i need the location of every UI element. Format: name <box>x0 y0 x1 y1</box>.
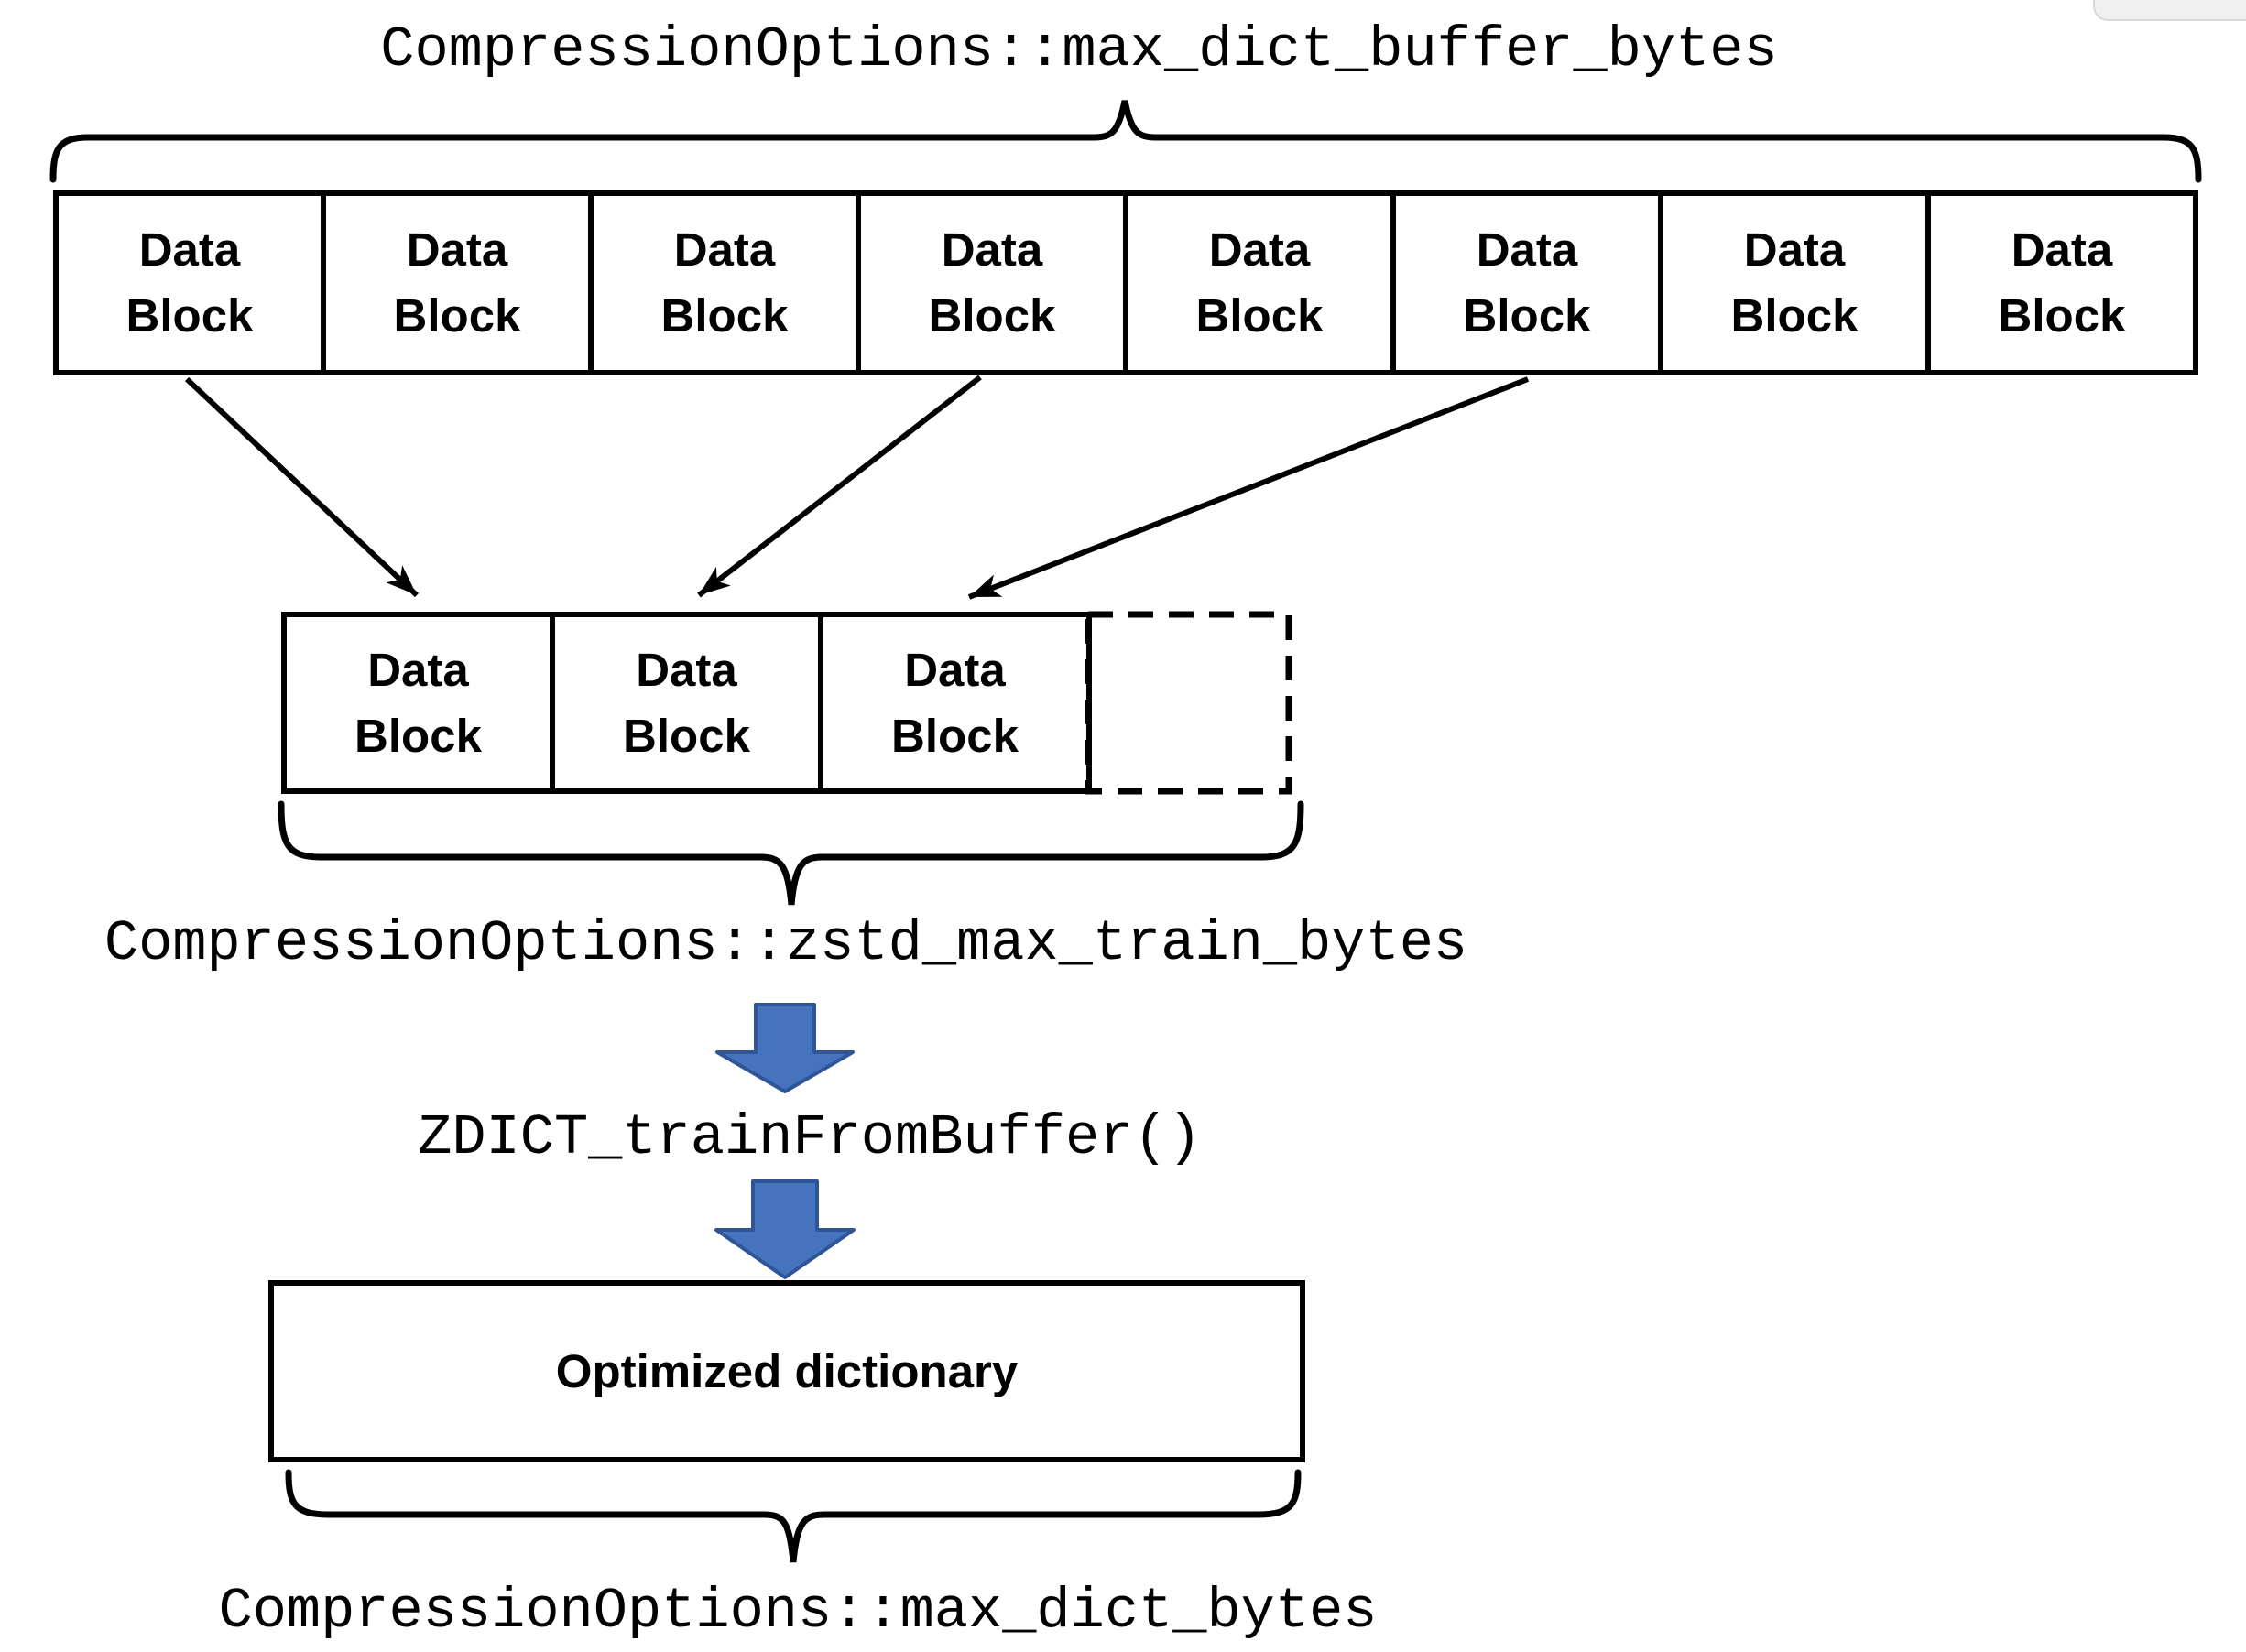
data-block: Data Block <box>1123 190 1396 375</box>
data-block: Data Block <box>588 190 861 375</box>
dashed-empty-block <box>1085 611 1292 795</box>
down-arrow-icon <box>714 1179 856 1279</box>
optimized-dictionary-label: Optimized dictionary <box>555 1345 1019 1397</box>
data-block: Data Block <box>1390 190 1663 375</box>
buffer-brace <box>49 100 2202 183</box>
max-dict-bytes-label: CompressionOptions::max_dict_bytes <box>218 1579 1378 1644</box>
dict-brace <box>285 1469 1302 1563</box>
data-block: Data Block <box>550 612 823 794</box>
sample-arrow <box>967 376 1530 600</box>
floating-toolbar-corner <box>2093 0 2246 21</box>
train-brace <box>278 800 1304 906</box>
down-arrow-icon <box>715 1003 855 1093</box>
data-block: Data Block <box>281 612 555 794</box>
sample-arrow <box>184 376 420 598</box>
data-block: Data Block <box>321 190 594 375</box>
data-block: Data Block <box>53 190 326 375</box>
zstd-max-train-bytes-label: CompressionOptions::zstd_max_train_bytes <box>104 911 1468 976</box>
data-block: Data Block <box>1658 190 1931 375</box>
sampling-arrows <box>184 375 1530 600</box>
zdict-train-function-label: ZDICT_trainFromBuffer() <box>418 1105 1202 1170</box>
sample-arrow <box>697 375 982 598</box>
max-dict-buffer-bytes-label: CompressionOptions::max_dict_buffer_byte… <box>380 17 1778 82</box>
data-block: Data Block <box>1925 190 2198 375</box>
dict-buffer-row: Data Block Data Block Data Block Data Bl… <box>53 190 2198 375</box>
optimized-dictionary-box: Optimized dictionary <box>268 1280 1305 1462</box>
data-block: Data Block <box>818 612 1092 794</box>
data-block: Data Block <box>856 190 1128 375</box>
train-sample-row: Data Block Data Block Data Block <box>281 612 1092 794</box>
